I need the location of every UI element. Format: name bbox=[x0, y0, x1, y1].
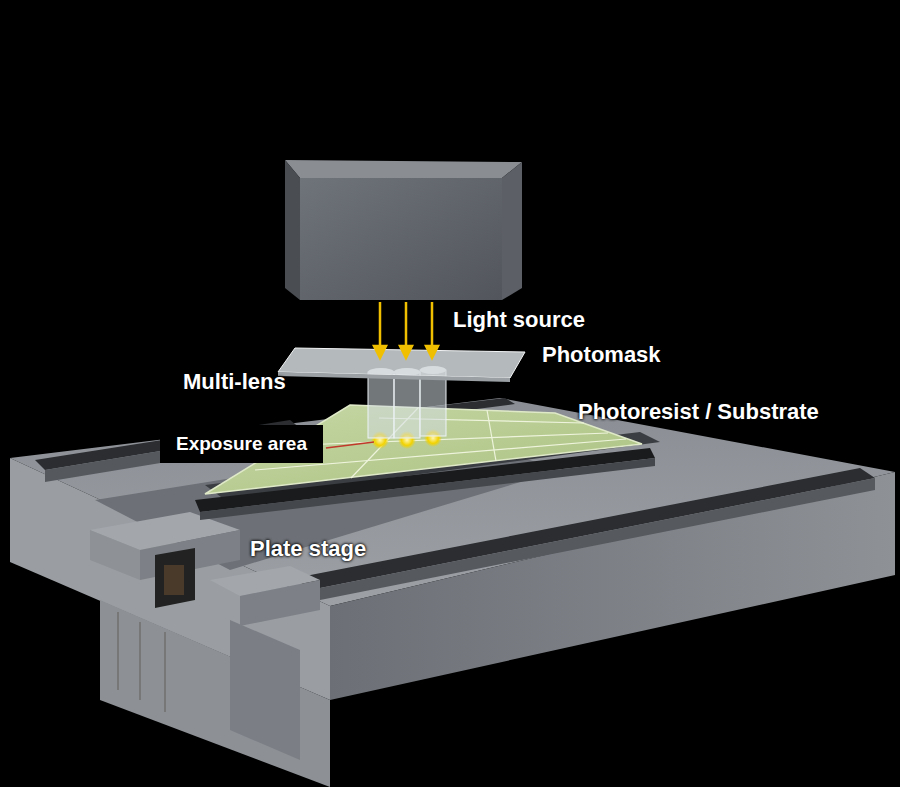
plinth-detail bbox=[230, 620, 300, 760]
callout-text: Exposure area bbox=[176, 433, 307, 454]
leader-line bbox=[326, 442, 374, 448]
carriage-block bbox=[90, 530, 140, 580]
part-label: Multi-lens bbox=[183, 369, 286, 395]
part-label: Photoresist / Substrate bbox=[578, 399, 819, 425]
photomask-edge bbox=[278, 372, 510, 382]
light-source-side bbox=[502, 162, 522, 300]
callout-box: Exposure area bbox=[160, 425, 323, 463]
plate-rail bbox=[200, 458, 655, 520]
carriage-block bbox=[240, 580, 320, 626]
light-source-top bbox=[285, 160, 522, 178]
part-label: Light source bbox=[453, 307, 585, 333]
light-rays bbox=[374, 302, 438, 358]
part-label: Photomask bbox=[542, 342, 661, 368]
light-source-side bbox=[285, 160, 300, 300]
plinth bbox=[100, 600, 330, 787]
part-label: Plate stage bbox=[250, 536, 366, 562]
light-source-box bbox=[300, 178, 502, 300]
motor-block bbox=[155, 548, 195, 608]
motor-detail bbox=[164, 565, 184, 595]
